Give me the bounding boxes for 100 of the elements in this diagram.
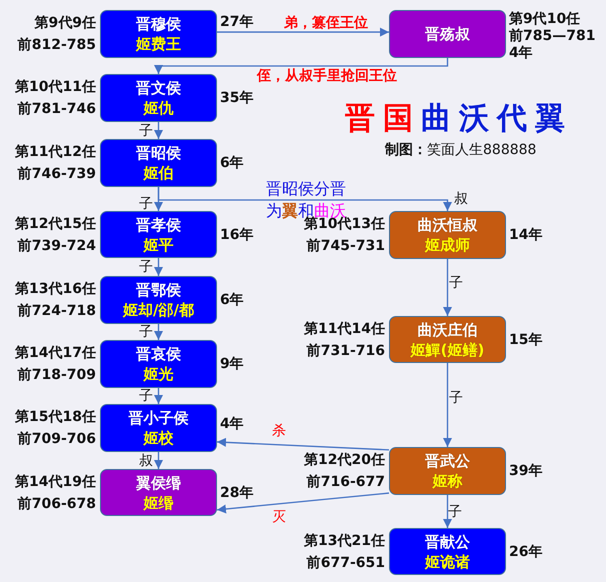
- edge-label: 弟，篡侄王位: [284, 15, 368, 31]
- generation-label: 第12代20任: [304, 452, 385, 468]
- ruler-title: 晋文侯: [136, 78, 181, 98]
- reign-length-label: 16年: [220, 226, 254, 242]
- ruler-title: 晋昭侯: [136, 143, 181, 163]
- edge-label: 杀: [272, 423, 286, 439]
- edge-label: 侄，从叔手里抢回王位: [257, 68, 397, 84]
- reign-period-label: 前706-678: [18, 496, 96, 512]
- ruler-box: [100, 469, 217, 516]
- personal-name: 姬校: [144, 428, 174, 448]
- connector-arrow: [154, 58, 448, 74]
- generation-label: 第11代12任: [15, 144, 96, 160]
- personal-name: 姬平: [144, 234, 174, 254]
- diagram-title: 晋国曲沃代翼: [345, 100, 573, 138]
- generation-label: 第13代16任: [15, 281, 96, 297]
- reign-period-label: 前745-731: [306, 238, 385, 254]
- reign-period-label: 前781-746: [18, 101, 96, 117]
- ruler-box: [100, 74, 217, 122]
- edge-label: 子: [139, 196, 153, 212]
- reign-period-label: 前709-706: [18, 431, 96, 447]
- ruler-title: 晋献公: [425, 532, 470, 552]
- ruler-title: 晋殇叔: [425, 24, 470, 44]
- edge-label: 叔: [139, 453, 153, 469]
- reign-length-label: 14年: [509, 227, 542, 243]
- personal-name: 姬费王: [136, 34, 181, 54]
- reign-period-label: 前677-651: [306, 554, 385, 570]
- connector-arrow: [154, 122, 163, 139]
- edge-label: 子: [139, 388, 153, 404]
- reign-length-label: 6年: [220, 292, 244, 308]
- reign-length-label: 35年: [220, 90, 254, 106]
- connector-arrow: [217, 28, 389, 37]
- generation-label: 第10代11任: [15, 79, 96, 95]
- ruler-box: [100, 10, 217, 58]
- ruler-title: 晋孝侯: [136, 214, 181, 234]
- ruler-box: [100, 276, 217, 324]
- reign-period-label: 前746-739: [18, 166, 96, 182]
- connector-arrow: [154, 388, 163, 404]
- reign-length-label: 39年: [509, 463, 542, 479]
- personal-name: 姬鱓(姬鳝): [410, 340, 484, 360]
- ruler-box: [389, 447, 506, 495]
- ruler-box: [389, 10, 506, 58]
- generation-label: 第14代19任: [15, 474, 96, 490]
- personal-name: 姬缗: [144, 492, 174, 512]
- edge-label: 灭: [272, 509, 286, 525]
- reign-period-label: 前724-718: [18, 303, 96, 319]
- connector-arrow: [216, 438, 390, 451]
- ruler-title: 晋武公: [425, 451, 470, 471]
- personal-name: 姬仇: [144, 98, 174, 118]
- personal-name: 姬却/郤/都: [123, 300, 194, 320]
- ruler-title: 曲沃庄伯: [418, 320, 478, 340]
- reign-period-label: 前785—781: [509, 28, 596, 44]
- ruler-box: [100, 340, 217, 388]
- connector-arrow: [154, 324, 163, 340]
- credit-text: 制图：笑面人生888888: [385, 142, 536, 158]
- reign-length-label: 27年: [220, 14, 254, 30]
- ruler-box: [100, 211, 217, 258]
- ruler-box: [389, 316, 506, 363]
- personal-name: 姬诡诸: [425, 552, 470, 572]
- ruler-title: 翼侯缗: [136, 472, 181, 492]
- reign-length-label: 4年: [220, 416, 244, 432]
- generation-label: 第14代17任: [15, 345, 96, 361]
- reign-length-label: 15年: [509, 332, 542, 348]
- connector-arrow: [443, 259, 452, 316]
- personal-name: 姬光: [144, 364, 174, 384]
- generation-label: 第11代14任: [304, 320, 385, 336]
- reign-period-label: 前731-716: [306, 342, 385, 358]
- connector-arrow: [216, 492, 390, 514]
- edge-label: 子: [139, 259, 153, 275]
- personal-name: 姬成师: [425, 235, 470, 255]
- ruler-box: [389, 211, 506, 259]
- reign-length-label: 9年: [220, 356, 244, 372]
- split-note: 晋昭侯分晋: [266, 180, 346, 198]
- generation-label: 第15代18任: [15, 409, 96, 425]
- edge-label: 子: [449, 275, 463, 291]
- edge-label: 子: [449, 390, 463, 406]
- ruler-title: 晋哀侯: [136, 344, 181, 364]
- edge-label: 子: [448, 504, 462, 520]
- edge-label: 叔: [454, 191, 468, 207]
- ruler-box: [100, 404, 217, 452]
- edge-label: 子: [139, 123, 153, 139]
- ruler-box: [389, 528, 506, 575]
- generation-label: 第13代21任: [304, 532, 385, 548]
- connector-arrow: [158, 187, 452, 211]
- generation-label: 第9代9任: [34, 15, 96, 31]
- ruler-title: 曲沃恒叔: [418, 215, 478, 235]
- connector-arrow: [154, 258, 163, 276]
- reign-length-label: 4年: [509, 45, 533, 61]
- reign-length-label: 28年: [220, 484, 254, 500]
- reign-length-label: 6年: [220, 155, 244, 171]
- personal-name: 姬伯: [144, 163, 174, 183]
- ruler-title: 晋穆侯: [136, 14, 181, 34]
- reign-length-label: 26年: [509, 544, 542, 560]
- ruler-title: 晋小子侯: [128, 408, 188, 428]
- connector-arrow: [154, 452, 163, 469]
- connector-arrow: [443, 495, 452, 528]
- personal-name: 姬称: [432, 471, 462, 491]
- generation-label: 第12代15任: [15, 216, 96, 232]
- reign-period-label: 前716-677: [306, 474, 385, 490]
- generation-label: 第9代10任: [509, 11, 580, 27]
- ruler-box: [100, 139, 217, 187]
